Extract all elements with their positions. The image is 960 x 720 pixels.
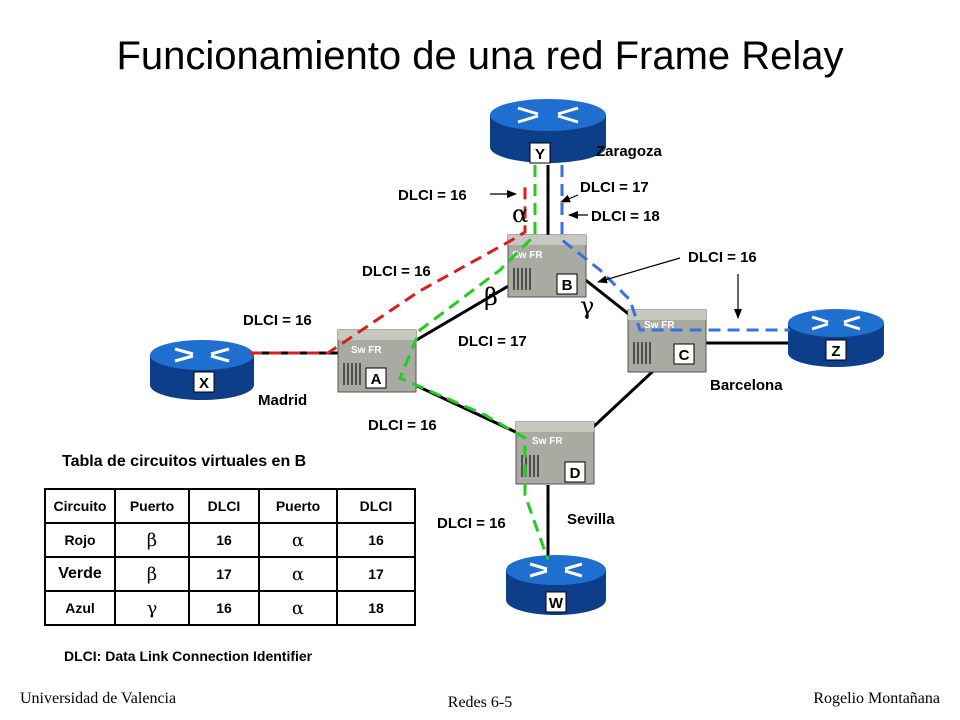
table-cell: γ <box>114 590 190 626</box>
annotation-arrows <box>490 190 742 319</box>
circuit-green <box>398 165 550 561</box>
virtual-circuits <box>250 165 790 561</box>
virtual-circuit-table: Circuito Puerto DLCI Puerto DLCI Rojo β … <box>44 488 416 626</box>
city-barcelona: Barcelona <box>710 377 783 394</box>
table-cell: 17 <box>188 556 260 592</box>
switch-c: Sw FR C <box>627 309 707 373</box>
dlci-definition: DLCI: Data Link Connection Identifier <box>64 648 313 664</box>
table-header: DLCI <box>336 488 416 524</box>
slide-title: Funcionamiento de una red Frame Relay <box>116 34 844 78</box>
table-header: DLCI <box>188 488 260 524</box>
circuit-red <box>250 185 527 355</box>
dlci-label: DLCI = 16 <box>243 312 312 329</box>
router-w: W <box>506 555 606 615</box>
router-label-y: Y <box>535 146 545 163</box>
footer-university: Universidad de Valencia <box>20 690 177 707</box>
dlci-label: DLCI = 16 <box>688 249 757 266</box>
footer-page: Redes 6-5 <box>447 694 513 711</box>
table-title: Tabla de circuitos virtuales en B <box>62 453 307 470</box>
city-madrid: Madrid <box>258 392 307 409</box>
router-y: Y <box>490 99 606 164</box>
switch-tag: Sw FR <box>532 436 563 447</box>
table-cell: Azul <box>44 590 116 626</box>
switch-tag: Sw FR <box>512 250 543 261</box>
table-row: Rojo β 16 α 16 <box>44 522 416 558</box>
switch-tag: Sw FR <box>644 320 675 331</box>
dlci-label: DLCI = 17 <box>458 333 527 350</box>
switch-d: Sw FR D <box>515 421 595 485</box>
dlci-label: DLCI = 16 <box>368 417 437 434</box>
table-row: Azul γ 16 α 18 <box>44 590 416 626</box>
table-cell: β <box>114 522 190 558</box>
table-cell: 16 <box>336 522 416 558</box>
dlci-label: DLCI = 16 <box>437 515 506 532</box>
table-cell: 16 <box>188 590 260 626</box>
router-label-z: Z <box>831 343 840 360</box>
router-label-x: X <box>199 375 209 392</box>
circuit-blue <box>560 165 790 332</box>
router-z: Z <box>788 309 884 367</box>
dlci-label: DLCI = 18 <box>591 208 660 225</box>
switch-label-b: B <box>562 277 573 294</box>
table-cell: α <box>258 556 338 592</box>
link-b-a <box>407 276 523 347</box>
port-gamma: γ <box>580 292 594 320</box>
table-cell: 16 <box>188 522 260 558</box>
city-zaragoza: Zaragoza <box>596 143 663 160</box>
switch-label-d: D <box>570 465 581 482</box>
table-header-row: Circuito Puerto DLCI Puerto DLCI <box>44 488 416 524</box>
table-cell: β <box>114 556 190 592</box>
switch-b: Sw FR B <box>507 234 587 298</box>
dlci-label: DLCI = 16 <box>398 187 467 204</box>
switch-a: Sw FR A <box>337 329 417 393</box>
table-header: Circuito <box>44 488 116 524</box>
port-alpha: α <box>512 200 528 228</box>
table-cell: α <box>258 590 338 626</box>
switch-label-a: A <box>371 371 382 388</box>
dlci-label: DLCI = 17 <box>580 179 649 196</box>
dlci-label: DLCI = 16 <box>362 263 431 280</box>
table-cell: 17 <box>336 556 416 592</box>
table-cell: 18 <box>336 590 416 626</box>
footer-author: Rogelio Montañana <box>813 690 940 707</box>
table-row: Verde β 17 α 17 <box>44 556 416 592</box>
city-sevilla: Sevilla <box>567 511 615 528</box>
router-x: X <box>150 340 254 400</box>
table-header: Puerto <box>114 488 190 524</box>
port-beta: β <box>484 283 498 311</box>
table-cell: α <box>258 522 338 558</box>
table-cell: Rojo <box>44 522 116 558</box>
table-header: Puerto <box>258 488 338 524</box>
router-label-w: W <box>549 595 564 612</box>
switch-tag: Sw FR <box>351 345 382 356</box>
switch-label-c: C <box>679 347 690 364</box>
table-cell: Verde <box>44 556 116 592</box>
